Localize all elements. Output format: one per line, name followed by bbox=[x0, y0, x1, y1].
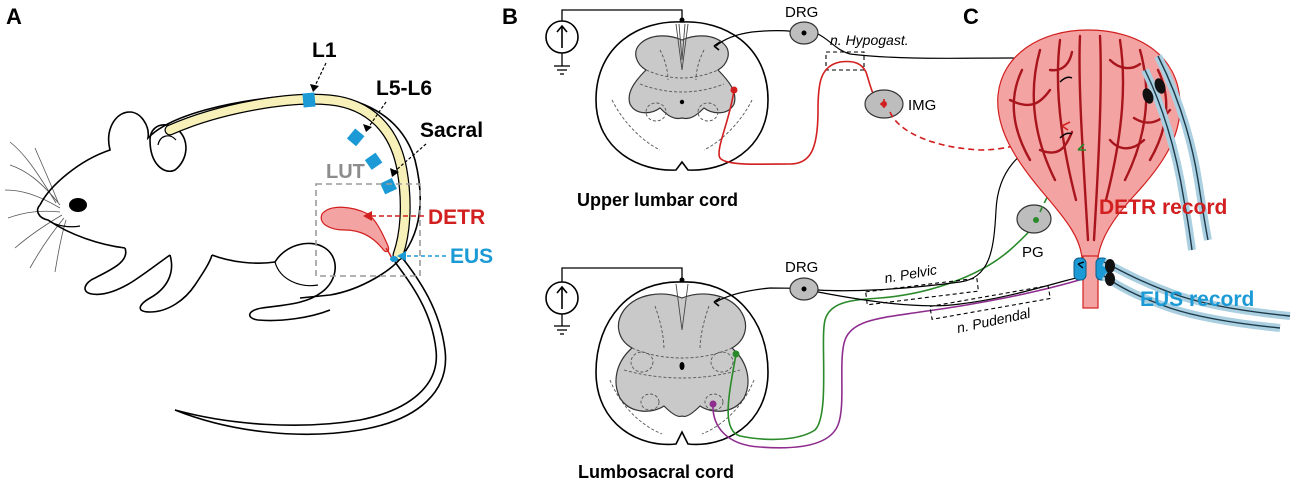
panel-b: B bbox=[502, 4, 1087, 482]
img-label: IMG bbox=[908, 97, 936, 114]
segment-l5-l6-label: L5-L6 bbox=[376, 77, 432, 100]
n-pelvic-label: n. Pelvic bbox=[883, 261, 938, 286]
panel-a: A bbox=[4, 4, 493, 436]
lower-cord-caption: Lumbosacral cord bbox=[578, 462, 734, 482]
pelvic-cuff bbox=[865, 277, 980, 306]
detr-electrodes bbox=[1141, 54, 1212, 251]
n-hypogast-label: n. Hypogast. bbox=[830, 32, 909, 48]
rat-ear bbox=[149, 124, 187, 172]
pg-label: PG bbox=[1022, 244, 1044, 261]
eus-left bbox=[1073, 257, 1087, 281]
panel-a-letter: A bbox=[6, 4, 22, 29]
red-preganglionic-fiber bbox=[718, 60, 881, 166]
green-pelvic-fiber bbox=[727, 217, 1041, 441]
rat-tail bbox=[174, 254, 447, 436]
segment-l1-marker bbox=[302, 92, 316, 108]
segment-sacral-label: Sacral bbox=[420, 119, 483, 142]
segment-sacral-marker bbox=[380, 178, 397, 195]
panel-b-letter: B bbox=[502, 4, 518, 29]
rat-front-leg bbox=[84, 247, 171, 296]
rat-eus-marker bbox=[390, 256, 398, 262]
upper-cord-caption: Upper lumbar cord bbox=[577, 190, 738, 210]
whiskers bbox=[4, 141, 67, 273]
lumbosacral-cord bbox=[595, 281, 769, 446]
lut-box bbox=[315, 183, 421, 277]
segment-l6-marker bbox=[364, 152, 383, 170]
upper-lumbar-cord bbox=[595, 21, 769, 171]
ground-icon-lower bbox=[554, 325, 570, 335]
detrusor-fibers bbox=[1008, 34, 1172, 242]
eus-record-label: EUS record bbox=[1140, 288, 1254, 311]
rat-body-outline bbox=[39, 93, 421, 299]
detr-record-label: DETR record bbox=[1099, 196, 1227, 219]
rat-bladder bbox=[320, 206, 390, 253]
urethra bbox=[1082, 255, 1099, 309]
segment-l5-marker bbox=[346, 128, 365, 147]
eus-electrodes bbox=[1101, 258, 1291, 332]
stimulator-upper bbox=[545, 9, 685, 75]
drg-lower-label: DRG bbox=[785, 259, 818, 276]
ground-icon bbox=[554, 65, 570, 75]
drg-upper-label: DRG bbox=[785, 4, 818, 21]
n-pudendal-label: n. Pudendal bbox=[955, 304, 1032, 335]
eus-label: EUS bbox=[450, 245, 493, 268]
detr-label: DETR bbox=[428, 206, 485, 229]
rat-eye bbox=[69, 198, 87, 212]
lut-label: LUT bbox=[326, 161, 365, 183]
panel-c: C bbox=[963, 4, 1291, 332]
panel-c-letter: C bbox=[963, 4, 979, 29]
rat-hind-leg bbox=[249, 242, 336, 322]
segment-l1-label: L1 bbox=[312, 39, 337, 62]
pudendal-cuff bbox=[929, 285, 1051, 320]
purple-pudendal-fiber bbox=[712, 277, 1087, 449]
bladder-body bbox=[997, 29, 1181, 259]
